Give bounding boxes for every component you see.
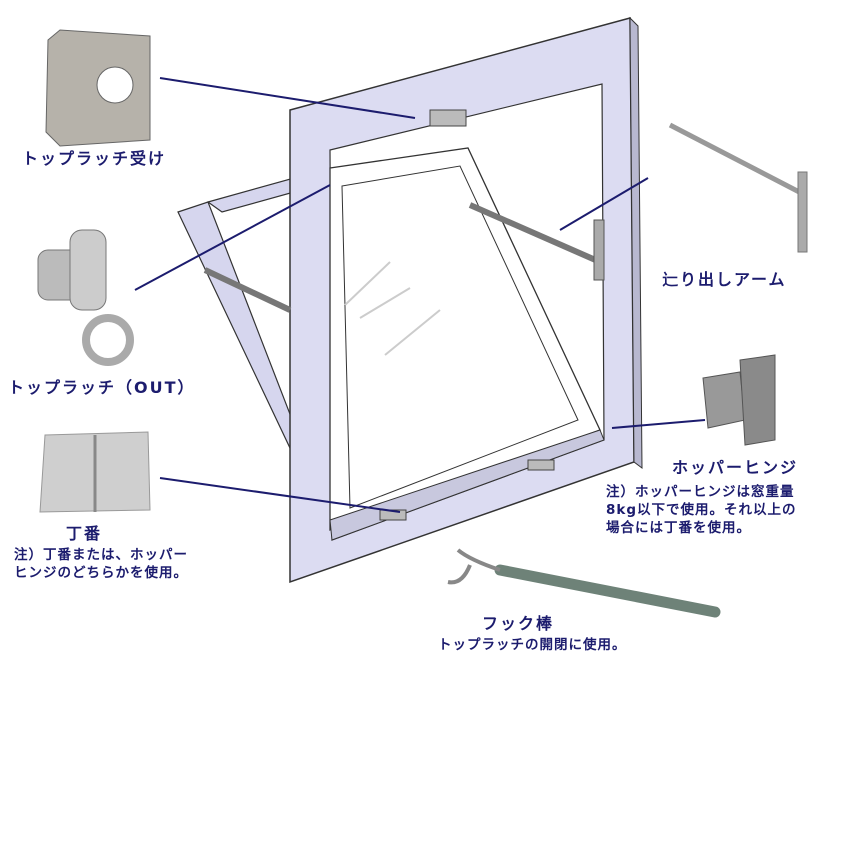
- sliding-arms: [203, 202, 605, 313]
- top-latch-receiver-image: [45, 29, 151, 147]
- leader-lines: [134, 77, 706, 513]
- hinge-note-line: 注）丁番または、ホッパー: [14, 547, 188, 563]
- sliding-arm-label: 辷り出しアーム: [662, 270, 787, 289]
- latch-receiver-on-frame: [429, 109, 467, 127]
- hinge-on-frame: [527, 459, 555, 471]
- hinge-image: [39, 431, 151, 513]
- hinge-label: 丁番: [66, 524, 103, 543]
- sash: [329, 147, 605, 541]
- top-latch-image: [37, 229, 134, 366]
- hopper-note-line: 場合には丁番を使用。: [606, 520, 751, 536]
- sliding-arm-image: [668, 122, 808, 253]
- hopper-note-line: 注）ホッパーヒンジは窓重量: [606, 484, 795, 500]
- hinge-note: 注）丁番または、ホッパー ヒンジのどちらかを使用。: [14, 546, 188, 582]
- hook-rod-note: トップラッチの開閉に使用。: [438, 637, 627, 653]
- top-latch-receiver-label: トップラッチ受け: [22, 149, 167, 168]
- hook-rod-image: [447, 548, 721, 618]
- hopper-hinge-label: ホッパーヒンジ: [672, 458, 799, 477]
- hinge-note-line: ヒンジのどちらかを使用。: [14, 565, 188, 581]
- hook-rod-label: フック棒: [482, 614, 555, 633]
- hopper-note-line: 8kg以下で使用。それ以上の: [606, 502, 797, 518]
- hopper-hinge-note: 注）ホッパーヒンジは窓重量 8kg以下で使用。それ以上の 場合には丁番を使用。: [606, 483, 797, 537]
- top-latch-label: トップラッチ（OUT）: [8, 378, 196, 397]
- hopper-hinge-image: [702, 354, 776, 446]
